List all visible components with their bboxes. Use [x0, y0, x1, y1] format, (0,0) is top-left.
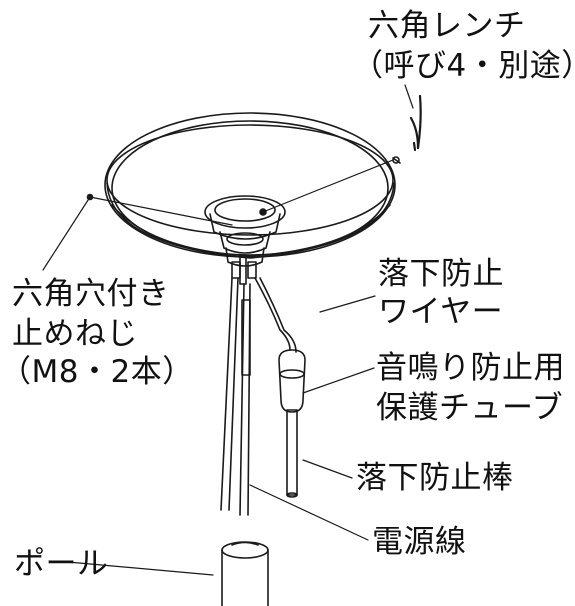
label-fall-bar: 落下防止棒 — [356, 460, 514, 496]
pole-shape — [221, 541, 269, 606]
label-socket-screw-2: 止めねじ — [12, 316, 138, 352]
fixture-disc — [104, 112, 396, 259]
label-fall-wire-1: 落下防止 — [378, 256, 504, 292]
hex-wrench — [409, 94, 422, 152]
label-power-cable: 電源線 — [372, 524, 467, 560]
label-hex-wrench-1: 六角レンチ — [368, 8, 526, 44]
label-socket-screw-3: （M8・2本） — [0, 354, 194, 390]
label-fall-wire-2: ワイヤー — [378, 294, 504, 330]
label-socket-screw-1: 六角穴付き — [12, 276, 170, 312]
label-hex-wrench-2: （呼び4・別途） — [352, 48, 575, 84]
label-pole: ポール — [14, 546, 109, 582]
label-tube-2: 保護チューブ — [376, 390, 564, 426]
protective-tube — [278, 349, 306, 498]
leader-lines — [42, 84, 414, 576]
cables — [220, 277, 297, 516]
label-tube-1: 音鳴り防止用 — [376, 350, 565, 386]
center-hub — [204, 195, 286, 285]
